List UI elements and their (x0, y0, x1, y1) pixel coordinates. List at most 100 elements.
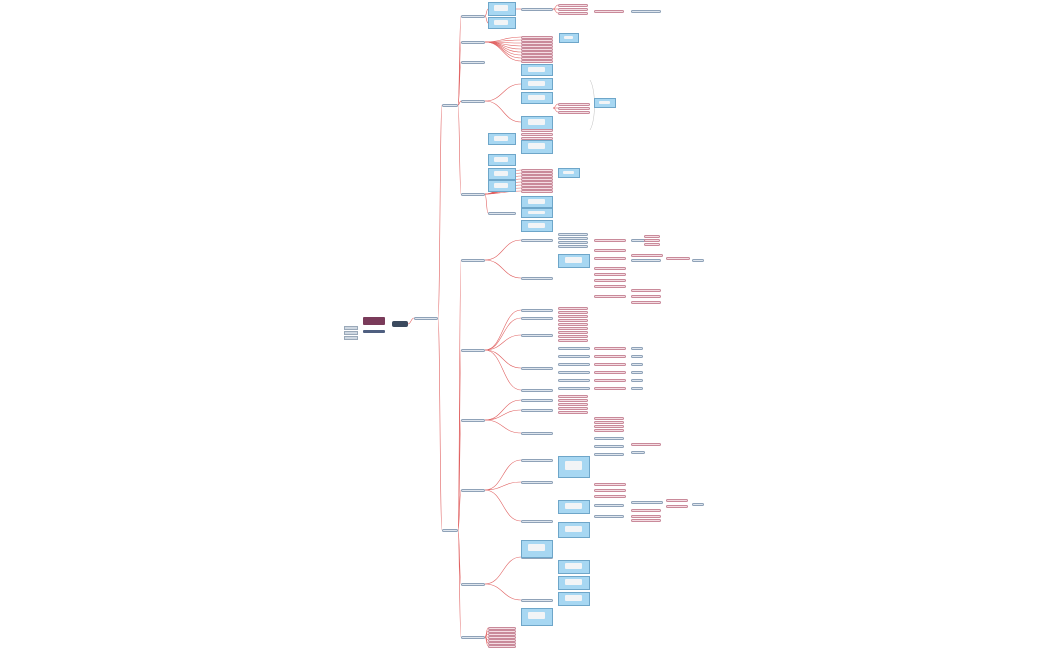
topic-node[interactable] (558, 106, 590, 110)
topic-node[interactable] (594, 386, 626, 390)
topic-node[interactable] (488, 641, 516, 645)
topic-node[interactable] (521, 35, 553, 39)
topic-node[interactable] (521, 7, 553, 11)
image-thumbnail[interactable] (521, 64, 553, 76)
image-thumbnail[interactable] (521, 540, 553, 558)
topic-node[interactable] (631, 386, 643, 390)
topic-node[interactable] (631, 253, 663, 257)
topic-node[interactable] (558, 102, 590, 106)
image-thumbnail[interactable] (521, 92, 553, 104)
topic-node[interactable] (521, 38, 553, 42)
topic-node[interactable] (558, 410, 588, 414)
topic-node[interactable] (594, 452, 624, 456)
topic-node[interactable] (521, 308, 553, 312)
topic-node[interactable] (521, 41, 553, 45)
topic-node[interactable] (521, 180, 553, 184)
topic-node[interactable] (521, 177, 553, 181)
topic-node[interactable] (594, 248, 626, 252)
topic-node[interactable] (488, 629, 516, 633)
topic-node[interactable] (558, 394, 588, 398)
topic-node[interactable] (644, 234, 660, 238)
topic-node[interactable] (521, 47, 553, 51)
image-thumbnail[interactable] (558, 254, 590, 268)
image-thumbnail[interactable] (558, 456, 590, 478)
topic-node[interactable] (521, 458, 553, 462)
topic-node[interactable] (521, 171, 553, 175)
topic-node[interactable] (521, 333, 553, 337)
topic-node[interactable] (558, 244, 588, 248)
image-thumbnail[interactable] (521, 208, 553, 218)
image-thumbnail[interactable] (558, 522, 590, 538)
topic-node[interactable] (461, 635, 485, 639)
topic-node[interactable] (442, 103, 458, 107)
topic-node[interactable] (666, 504, 688, 508)
topic-node[interactable] (558, 11, 588, 15)
topic-node[interactable] (461, 14, 485, 18)
topic-node[interactable] (631, 442, 661, 446)
topic-node[interactable] (521, 59, 553, 63)
topic-node[interactable] (594, 278, 626, 282)
image-thumbnail[interactable] (488, 133, 516, 145)
topic-node[interactable] (594, 420, 624, 424)
topic-node[interactable] (521, 388, 553, 392)
topic-node[interactable] (558, 334, 588, 338)
image-thumbnail[interactable] (488, 180, 516, 192)
topic-node[interactable] (666, 256, 690, 260)
topic-node[interactable] (558, 310, 588, 314)
topic-node[interactable] (594, 428, 624, 432)
topic-node[interactable] (594, 354, 626, 358)
image-thumbnail[interactable] (488, 2, 516, 16)
image-thumbnail[interactable] (521, 78, 553, 90)
topic-node[interactable] (692, 258, 704, 262)
topic-node[interactable] (558, 378, 590, 382)
image-thumbnail[interactable] (488, 168, 516, 180)
topic-node[interactable] (558, 326, 588, 330)
topic-node[interactable] (521, 136, 553, 140)
topic-node[interactable] (461, 418, 485, 422)
topic-node[interactable] (558, 7, 588, 11)
topic-node[interactable] (488, 644, 516, 648)
topic-node[interactable] (558, 110, 590, 114)
topic-node[interactable] (558, 322, 588, 326)
topic-node[interactable] (631, 500, 663, 504)
topic-node[interactable] (594, 294, 626, 298)
topic-node[interactable] (558, 314, 588, 318)
topic-node[interactable] (521, 168, 553, 172)
topic-node[interactable] (521, 132, 553, 136)
topic-node[interactable] (631, 300, 661, 304)
topic-node[interactable] (521, 519, 553, 523)
topic-node[interactable] (521, 480, 553, 484)
topic-node[interactable] (521, 186, 553, 190)
topic-node[interactable] (594, 9, 624, 13)
topic-node[interactable] (488, 626, 516, 630)
topic-node[interactable] (461, 348, 485, 352)
topic-node[interactable] (558, 386, 590, 390)
image-thumbnail[interactable] (488, 17, 516, 29)
topic-node[interactable] (631, 378, 643, 382)
topic-node[interactable] (631, 508, 661, 512)
topic-node[interactable] (631, 514, 661, 518)
image-thumbnail[interactable] (558, 168, 580, 178)
topic-node[interactable] (594, 284, 626, 288)
topic-node[interactable] (594, 436, 624, 440)
topic-node[interactable] (631, 354, 643, 358)
topic-node[interactable] (521, 366, 553, 370)
topic-node[interactable] (521, 238, 553, 242)
topic-node[interactable] (521, 431, 553, 435)
topic-node[interactable] (558, 338, 588, 342)
topic-node[interactable] (558, 3, 588, 7)
topic-node[interactable] (631, 346, 643, 350)
topic-node[interactable] (442, 528, 458, 532)
image-thumbnail[interactable] (559, 33, 579, 43)
topic-node[interactable] (631, 450, 645, 454)
topic-node[interactable] (644, 238, 660, 242)
topic-node[interactable] (558, 232, 588, 236)
image-thumbnail[interactable] (521, 116, 553, 130)
topic-node[interactable] (631, 294, 661, 298)
topic-node[interactable] (594, 378, 626, 382)
topic-node[interactable] (521, 398, 553, 402)
central-topic[interactable] (392, 321, 408, 327)
topic-node[interactable] (558, 354, 590, 358)
topic-node[interactable] (461, 60, 485, 64)
